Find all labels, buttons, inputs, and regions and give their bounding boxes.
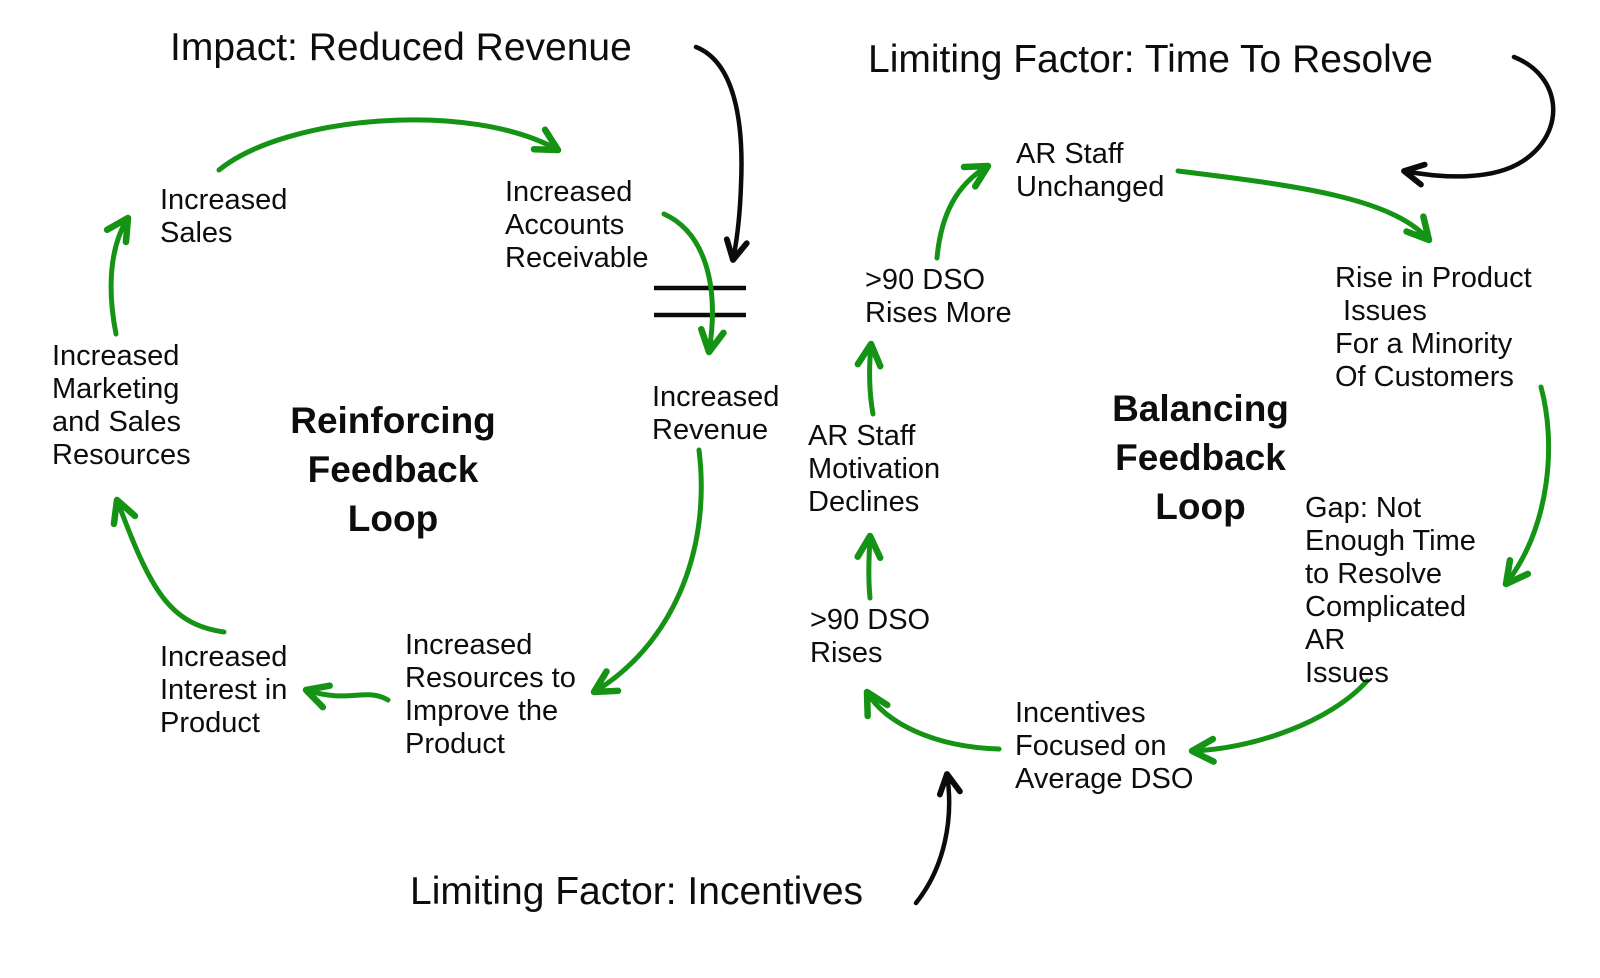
arrow-limiting-incentives-to-node	[913, 771, 963, 906]
arrow-dso-rises-more-to-ar-staff-unchanged	[934, 162, 992, 261]
node-increased-marketing: Increased Marketing and Sales Resources	[52, 340, 191, 472]
node-label-line: Enough Time	[1305, 525, 1476, 557]
node-label-line: Motivation	[808, 453, 941, 485]
node-label-line: Complicated	[1305, 591, 1467, 623]
node-label-line: Accounts	[505, 209, 625, 241]
node-label-line: Increased	[652, 381, 780, 413]
node-label-line: Of Customers	[1335, 361, 1514, 393]
node-label-line: Average DSO	[1015, 763, 1194, 795]
node-label-line: Focused on	[1015, 730, 1167, 762]
node-label-line: Increased	[52, 340, 180, 372]
node-increased-revenue: Increased Revenue	[652, 381, 779, 447]
node-label-line: Incentives	[1015, 697, 1146, 729]
node-label-line: AR	[1305, 624, 1346, 656]
node-label-line: Product	[405, 728, 505, 760]
arrow-limiting-time-to-loop	[1401, 54, 1556, 188]
node-label-line: Rise in Product	[1335, 262, 1532, 294]
node-label-line: to Resolve	[1305, 558, 1443, 590]
loop-title-line: Feedback	[1115, 437, 1286, 478]
loop-title-line: Reinforcing	[290, 400, 496, 441]
delay-marks-icon	[654, 285, 746, 318]
node-increased-accounts-receivable: Increased Accounts Receivable	[505, 176, 648, 275]
reinforcing-loop-title: Reinforcing Feedback Loop	[268, 396, 518, 543]
impact-title: Impact: Reduced Revenue	[170, 26, 632, 69]
node-increased-resources: Increased Resources to Improve the Produ…	[405, 629, 576, 761]
loop-title-line: Balancing	[1112, 388, 1289, 429]
arrow-interest-to-marketing	[110, 496, 227, 635]
node-label-line: Marketing	[52, 373, 180, 405]
arrow-gap-to-incentives	[1188, 678, 1370, 765]
arrow-motivation-to-dso-rises-more	[854, 340, 884, 417]
node-dso-rises: >90 DSO Rises	[810, 604, 930, 670]
arrow-impact-to-delay	[693, 44, 750, 263]
node-label-line: Unchanged	[1016, 171, 1165, 203]
loop-title-line: Loop	[347, 498, 439, 539]
node-label-line: Resources	[52, 439, 191, 471]
node-gap-not-enough-time: Gap: Not Enough Time to Resolve Complica…	[1305, 492, 1476, 690]
node-label-line: Declines	[808, 486, 920, 518]
balancing-loop-title: Balancing Feedback Loop	[1078, 384, 1323, 531]
node-increased-interest: Increased Interest in Product	[160, 641, 287, 740]
node-label-line: Issues	[1335, 295, 1427, 327]
arrow-revenue-to-resources	[590, 447, 704, 696]
node-ar-staff-motivation: AR Staff Motivation Declines	[808, 420, 940, 519]
loop-title-line: Loop	[1155, 486, 1246, 527]
node-label-line: AR Staff	[808, 420, 916, 452]
node-label-line: Improve the	[405, 695, 559, 727]
arrow-ar-staff-unchanged-to-rise-in-product	[1175, 168, 1433, 244]
arrow-accounts-receivable-to-revenue	[661, 211, 727, 356]
node-ar-staff-unchanged: AR Staff Unchanged	[1016, 138, 1164, 204]
node-label-line: Sales	[160, 217, 233, 249]
node-label-line: >90 DSO	[810, 604, 931, 636]
loop-title-line: Feedback	[307, 449, 479, 490]
limiting-factor-time-title: Limiting Factor: Time To Resolve	[868, 38, 1433, 81]
node-label-line: Rises	[810, 637, 883, 669]
node-label-line: >90 DSO	[865, 264, 986, 296]
node-label-line: Issues	[1305, 657, 1389, 689]
node-increased-sales: Increased Sales	[160, 184, 287, 250]
node-incentives-focused: Incentives Focused on Average DSO	[1015, 697, 1193, 796]
node-label-line: For a Minority	[1335, 328, 1513, 360]
limiting-factor-incentives-title: Limiting Factor: Incentives	[410, 870, 864, 913]
node-label-line: Increased	[405, 629, 533, 661]
node-rise-in-product-issues: Rise in Product Issues For a Minority Of…	[1335, 262, 1532, 394]
arrow-rise-in-product-to-gap	[1502, 384, 1552, 588]
arrow-incentives-to-dso-rises	[863, 688, 1002, 752]
arrow-sales-to-accounts-receivable	[216, 117, 562, 173]
node-label-line: Product	[160, 707, 260, 739]
arrow-dso-rises-to-motivation	[854, 532, 884, 601]
node-label-line: and Sales	[52, 406, 181, 438]
node-label-line: Rises More	[865, 297, 1012, 329]
node-label-line: Interest in	[160, 674, 288, 706]
node-label-line: Gap: Not	[1305, 492, 1422, 524]
node-dso-rises-more: >90 DSO Rises More	[865, 264, 1012, 330]
node-label-line: Increased	[160, 184, 288, 216]
node-label-line: Increased	[160, 641, 288, 673]
node-label-line: Increased	[505, 176, 633, 208]
arrow-marketing-to-sales	[103, 214, 132, 337]
node-label-line: Revenue	[652, 414, 769, 446]
node-label-line: Receivable	[505, 242, 649, 274]
green-arrows	[103, 117, 1552, 765]
arrow-resources-to-interest	[302, 682, 391, 711]
node-label-line: Resources to	[405, 662, 576, 694]
node-label-line: AR Staff	[1016, 138, 1124, 170]
black-arrows	[693, 44, 1556, 906]
